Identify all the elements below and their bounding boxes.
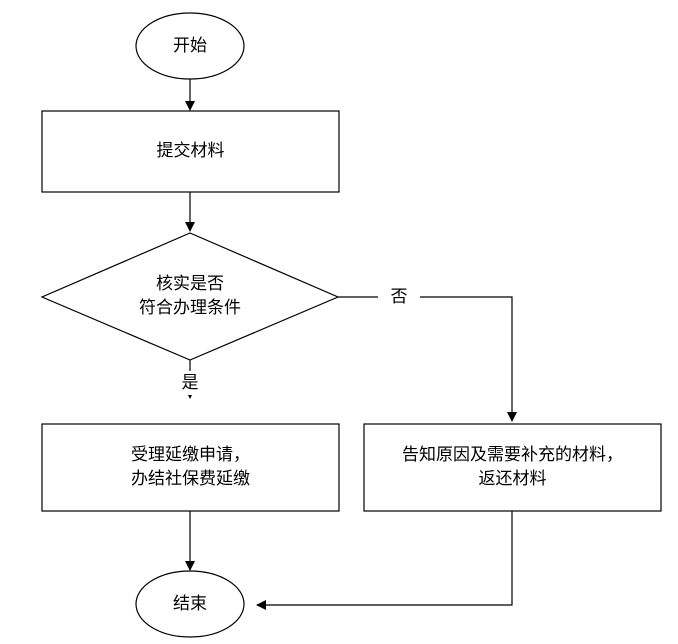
start-label: 开始 xyxy=(173,36,207,56)
submit-label: 提交材料 xyxy=(156,141,225,161)
end-node xyxy=(135,570,245,638)
no-label: 否 xyxy=(390,287,408,307)
arrow-no-cont xyxy=(420,296,517,422)
yes-label: 是 xyxy=(178,371,202,395)
reject-label-line2: 返还材料 xyxy=(478,469,547,489)
accept-label-line2: 办结社保费延缴 xyxy=(131,469,250,489)
reject-label-line1: 告知原因及需要补充的材料， xyxy=(402,445,623,465)
decision-label-line2: 符合办理条件 xyxy=(139,298,241,318)
arrow-reject-to-end xyxy=(256,511,513,610)
accept-label-line1: 受理延缴申请， xyxy=(131,445,250,465)
decision-label-line1: 核实是否 xyxy=(156,274,224,294)
end-label: 结束 xyxy=(173,594,207,614)
submit-node xyxy=(41,110,340,193)
